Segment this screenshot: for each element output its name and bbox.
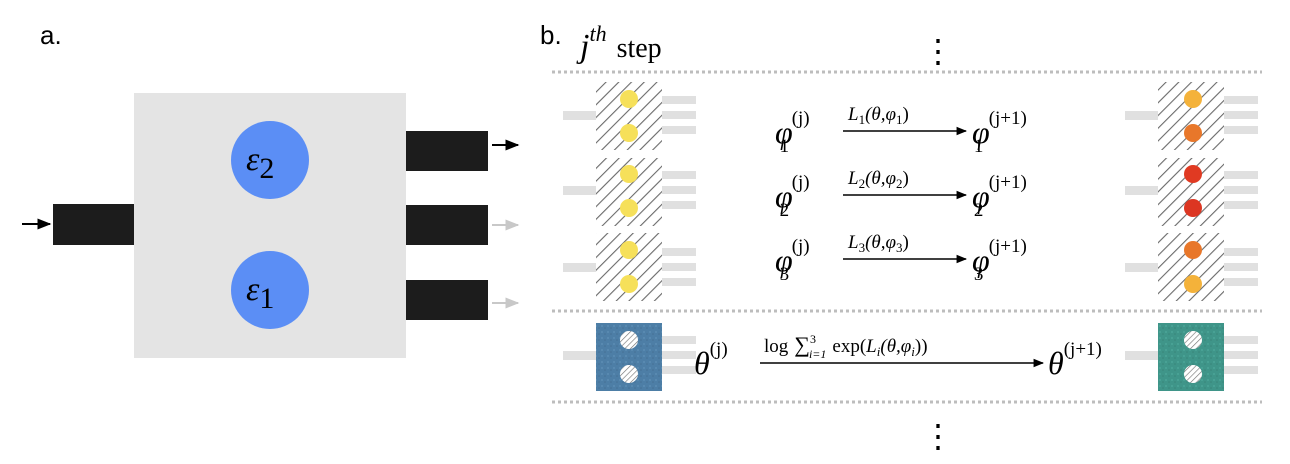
panel-a-label: a.	[40, 20, 62, 50]
input-port	[53, 204, 135, 245]
shared-block-left	[563, 323, 696, 391]
expert-circle-upper: ε2	[231, 121, 309, 199]
svg-text:θ(j): θ(j)	[694, 339, 728, 381]
expert-circle-lower: ε1	[231, 251, 309, 329]
phi-row-2: φ(j)2 L2(θ,φ2) φ(j+1)2	[563, 158, 1258, 226]
expert-block-right-2	[1125, 158, 1258, 226]
ellipsis-bottom: ⋮	[922, 418, 954, 454]
node-dot	[1184, 199, 1202, 217]
svg-text:ε2: ε2	[246, 141, 274, 185]
phi-update-1: φ(j)1 L1(θ,φ1) φ(j+1)1	[775, 104, 1027, 157]
expert-block-left-3	[563, 233, 696, 301]
svg-text:φ(j+1)1: φ(j+1)1	[972, 108, 1027, 157]
panel-a: a. ε2 ε1	[22, 20, 520, 358]
expert-block-left-1	[563, 82, 696, 150]
node-dot	[1184, 275, 1202, 293]
node-dot	[1184, 124, 1202, 142]
output-port-3	[406, 280, 488, 320]
panel-b-label: b.	[540, 20, 562, 50]
node-dot	[1184, 365, 1202, 383]
node-dot	[1184, 165, 1202, 183]
svg-text:ε1: ε1	[246, 271, 274, 315]
phi-row-3: φ(j)3 L3(θ,φ3) φ(j+1)3	[563, 232, 1258, 301]
expert-block-right-1	[1125, 82, 1258, 150]
phi-update-3: φ(j)3 L3(θ,φ3) φ(j+1)3	[775, 232, 1027, 285]
node-dot	[620, 124, 638, 142]
ellipsis-top: ⋮	[922, 33, 954, 69]
shared-block-right	[1125, 323, 1258, 391]
node-dot	[620, 365, 638, 383]
node-dot	[1184, 241, 1202, 259]
node-dot	[1184, 90, 1202, 108]
svg-text:φ(j+1)2: φ(j+1)2	[972, 172, 1027, 221]
svg-text:θ(j+1): θ(j+1)	[1048, 339, 1102, 381]
output-port-1	[406, 131, 488, 171]
svg-text:φ(j)2: φ(j)2	[775, 172, 810, 221]
phi-update-2: φ(j)2 L2(θ,φ2) φ(j+1)2	[775, 168, 1027, 221]
node-dot	[1184, 331, 1202, 349]
svg-text:L1(θ,φ1): L1(θ,φ1)	[847, 104, 909, 127]
node-dot	[620, 275, 638, 293]
svg-text:φ(j)3: φ(j)3	[775, 236, 810, 285]
svg-text:L3(θ,φ3): L3(θ,φ3)	[847, 232, 909, 255]
node-dot	[620, 199, 638, 217]
svg-text:φ(j+1)3: φ(j+1)3	[972, 236, 1027, 285]
svg-text:L2(θ,φ2): L2(θ,φ2)	[847, 168, 909, 191]
expert-block-right-3	[1125, 233, 1258, 301]
node-dot	[620, 241, 638, 259]
node-dot	[620, 331, 638, 349]
expert-block-left-2	[563, 158, 696, 226]
phi-row-1: φ(j)1 L1(θ,φ1) φ(j+1)1	[563, 82, 1258, 157]
output-port-2	[406, 205, 488, 245]
node-dot	[620, 165, 638, 183]
svg-text:φ(j)1: φ(j)1	[775, 108, 810, 157]
node-dot	[620, 90, 638, 108]
